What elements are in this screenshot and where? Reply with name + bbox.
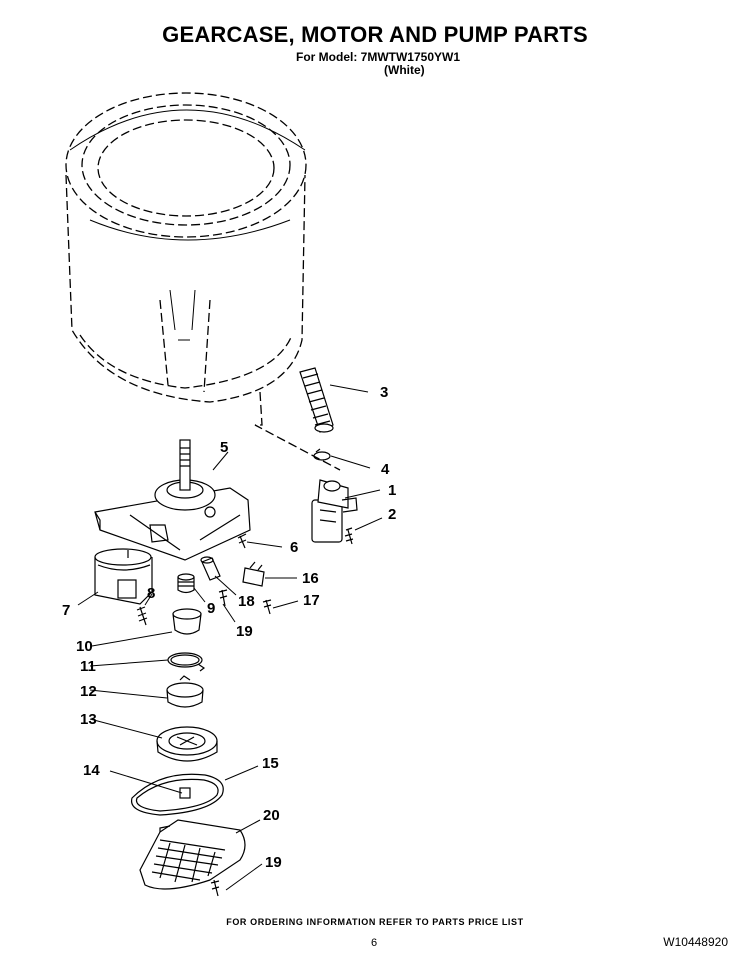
drive-pulley [156,726,218,762]
document-number: W10448920 [663,935,728,949]
callout-2: 2 [388,506,397,523]
callout-8: 8 [147,585,156,602]
tub-detail [69,109,306,341]
leader-lines [77,384,383,891]
callout-6: 6 [290,539,299,556]
capacitor-screw [218,589,228,607]
callout-19: 19 [236,623,253,640]
callout-16: 16 [302,570,319,587]
page-number: 6 [371,937,378,949]
callout-20: 20 [263,807,280,824]
model-color: (White) [384,63,425,77]
motor [94,548,153,605]
drain-pump [311,479,358,543]
callout-11: 11 [80,658,96,675]
callout-4: 4 [381,461,390,478]
tub-outline [65,92,341,471]
callout-9: 9 [207,600,216,617]
shield-screw [210,879,220,897]
callout-19-bottom: 19 [265,854,282,871]
callout-7: 7 [62,602,71,619]
page-title: GEARCASE, MOTOR AND PUMP PARTS [162,22,588,47]
callout-14: 14 [83,762,100,779]
ordering-note: FOR ORDERING INFORMATION REFER TO PARTS … [226,917,524,927]
drive-belt [130,773,224,816]
pump-screw [344,527,354,545]
lid-switch [242,561,265,587]
clutch-hub [172,608,202,635]
motor-shield [139,819,246,890]
callout-3: 3 [380,384,389,401]
retaining-ring [167,652,206,672]
model-number: For Model: 7MWTW1750YW1 [296,50,461,64]
callout-15: 15 [262,755,279,772]
hose-clamp [313,448,331,461]
clutch [166,675,204,708]
drain-hose [299,367,334,433]
gearcase-assembly [94,439,251,561]
capacitor [200,556,221,581]
callout-17: 17 [303,592,320,609]
callout-1: 1 [388,482,397,499]
callout-12: 12 [80,683,97,700]
callout-10: 10 [76,638,93,655]
gearcase-screw [237,533,247,549]
switch-screw [262,599,272,615]
motor-coupling [177,573,195,594]
callout-5: 5 [220,439,229,456]
callout-13: 13 [80,711,97,728]
motor-screw [136,606,148,626]
callout-18: 18 [238,593,255,610]
